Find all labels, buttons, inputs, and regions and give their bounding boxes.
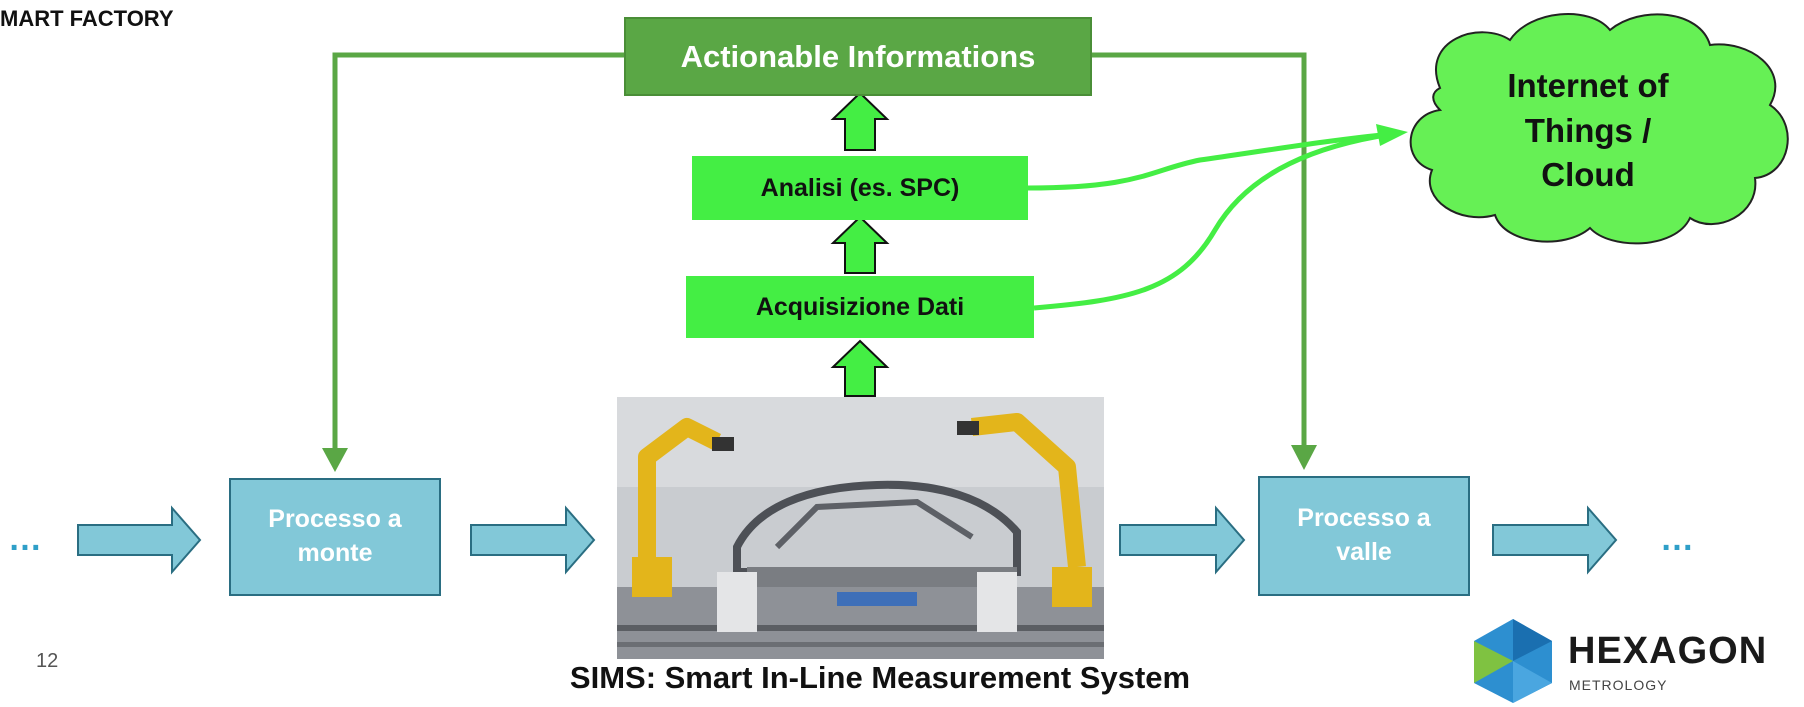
cloud-line-2: Things / bbox=[1524, 111, 1652, 149]
feedback-line-valle bbox=[1092, 52, 1307, 452]
ellipsis-left: … bbox=[8, 520, 44, 558]
ellipsis-right: … bbox=[1660, 520, 1696, 558]
cloud-line-3: Cloud bbox=[1541, 156, 1635, 194]
flow-arrow-1 bbox=[77, 505, 202, 575]
up-arrow-2 bbox=[830, 215, 890, 274]
analisi-box: Analisi (es. SPC) bbox=[692, 156, 1028, 220]
curve-acq-cloud bbox=[1033, 131, 1393, 311]
acquisizione-dati-box: Acquisizione Dati bbox=[686, 276, 1034, 338]
processo-valle-line1: Processo a bbox=[1297, 504, 1431, 533]
actionable-informations-box: Actionable Informations bbox=[624, 17, 1092, 96]
processo-monte-box: Processo a monte bbox=[229, 478, 441, 596]
processo-monte-line1: Processo a bbox=[268, 505, 402, 534]
diagram-caption: SIMS: Smart In-Line Measurement System bbox=[569, 660, 1191, 695]
page-number: 12 bbox=[36, 650, 59, 672]
hexagon-logo-text: HEXAGON bbox=[1568, 630, 1768, 672]
flow-arrow-2 bbox=[470, 505, 596, 575]
metrology-logo-text: METROLOGY bbox=[1569, 677, 1668, 693]
factory-image bbox=[617, 397, 1104, 659]
cloud-shape bbox=[1409, 13, 1789, 245]
feedback-line-monte bbox=[332, 52, 624, 455]
cloud-line-1: Internet of bbox=[1507, 67, 1669, 104]
processo-valle-line2: valle bbox=[1336, 538, 1392, 566]
flow-arrow-3 bbox=[1119, 505, 1246, 575]
actionable-informations-label: Actionable Informations bbox=[680, 38, 1036, 74]
hexagon-logo-mark bbox=[1474, 619, 1552, 703]
processo-valle-box: Processo a valle bbox=[1258, 476, 1470, 596]
curve-analisi-cloud bbox=[1027, 131, 1393, 191]
feedback-arrowhead-valle bbox=[1291, 445, 1317, 470]
processo-monte-line2: monte bbox=[297, 539, 373, 567]
up-arrow-1 bbox=[830, 91, 890, 151]
acquisizione-label: Acquisizione Dati bbox=[755, 292, 965, 321]
flow-arrow-4 bbox=[1492, 505, 1618, 575]
slide-title: MART FACTORY bbox=[0, 6, 174, 31]
cloud-arrowhead bbox=[1376, 124, 1408, 146]
cloud-label: Internet of Things / Cloud bbox=[1468, 64, 1708, 198]
analisi-label: Analisi (es. SPC) bbox=[760, 173, 960, 202]
feedback-arrowhead-monte bbox=[322, 448, 348, 472]
up-arrow-3 bbox=[830, 339, 890, 397]
